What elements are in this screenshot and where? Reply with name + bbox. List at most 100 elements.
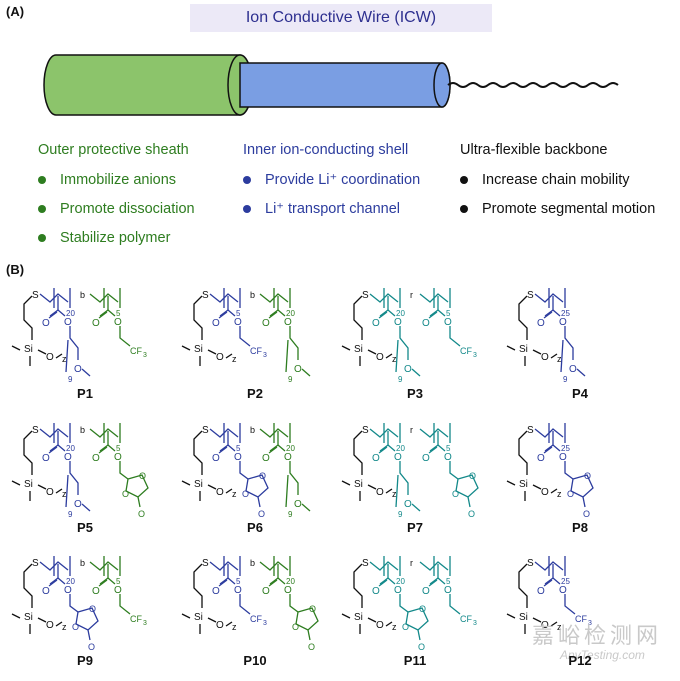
carbonyl-bond — [543, 579, 553, 587]
carbonyl-bond — [49, 577, 59, 585]
carbonyl-oxygen: O — [92, 453, 100, 464]
ester-oxygen: O — [64, 585, 72, 596]
siloxane-bond — [532, 484, 542, 490]
peo-oxygen: O — [294, 364, 302, 375]
siloxane-bond — [341, 480, 351, 486]
repeat-count: 5 — [236, 577, 241, 586]
carbonyl-bond — [428, 311, 438, 319]
sulfur-atom: S — [202, 425, 209, 436]
carbonyl-oxygen: O — [258, 509, 265, 519]
polymer-label: P2 — [247, 386, 263, 401]
sheath-item-text: Immobilize anions — [60, 172, 177, 188]
siloxane-oxygen: O — [541, 487, 549, 498]
ester-bond — [437, 309, 446, 317]
siloxane-bond — [37, 617, 47, 623]
siloxane-bond — [550, 353, 558, 359]
sulfur-atom: S — [362, 290, 369, 301]
carbonyl-bond — [428, 579, 438, 587]
methylene-bond — [69, 594, 79, 613]
sheath-heading: Outer protective sheath — [38, 142, 189, 158]
carbonyl-bond — [543, 311, 553, 319]
siloxane-oxygen: O — [376, 487, 384, 498]
siloxane-bond — [506, 345, 516, 351]
methylene-bond — [289, 594, 299, 613]
siloxane-repeat: z — [392, 489, 397, 499]
spacer-bond — [193, 430, 203, 475]
sulfur-atom: S — [32, 558, 39, 569]
carbonyl-bond — [378, 446, 388, 454]
carbonyl-oxygen: O — [138, 509, 145, 519]
ester-bond — [107, 309, 116, 317]
ring-oxygen: O — [452, 489, 459, 499]
ester-bond — [277, 309, 286, 317]
carbonyl-oxygen: O — [372, 318, 380, 329]
peo-bond — [81, 503, 91, 512]
repeat-count: 20 — [396, 444, 405, 453]
silicon-atom: Si — [24, 612, 33, 623]
cf3-group: CF — [575, 614, 587, 624]
spacer-bond — [353, 563, 363, 608]
carbonyl-oxygen: O — [308, 642, 315, 652]
ester-oxygen: O — [234, 317, 242, 328]
ethyl-bond — [239, 594, 251, 615]
ring-oxygen: O — [242, 489, 249, 499]
ester-bond — [387, 577, 396, 585]
carbonyl-bond — [218, 311, 228, 319]
carbonyl-bond — [582, 496, 586, 508]
ester-oxygen: O — [394, 585, 402, 596]
bullet-dot — [38, 234, 46, 242]
siloxane-bond — [367, 617, 377, 623]
siloxane-bond — [367, 349, 377, 355]
siloxane-oxygen: O — [216, 487, 224, 498]
ester-oxygen: O — [444, 452, 452, 463]
peo-bond — [399, 461, 409, 495]
copolymer-type: b — [80, 558, 85, 568]
inner-shell — [239, 62, 451, 108]
carbonyl-bond — [428, 446, 438, 454]
cf3-group: CF — [460, 346, 472, 356]
repeat-count: 5 — [236, 309, 241, 318]
siloxane-repeat: z — [557, 622, 562, 632]
wire-illustration — [43, 54, 619, 116]
ethyl-bond — [564, 594, 576, 615]
ester-oxygen: O — [284, 585, 292, 596]
carbonyl-bond — [268, 579, 278, 587]
siloxane-oxygen: O — [216, 352, 224, 363]
repeat-count: 20 — [286, 577, 295, 586]
siloxane-bond — [181, 613, 191, 619]
ring-oxygen: O — [469, 471, 476, 481]
siloxane-repeat: z — [62, 622, 67, 632]
shell-item-text: Li⁺ transport channel — [265, 201, 401, 217]
carbonyl-oxygen: O — [42, 318, 50, 329]
carbonyl-bond — [87, 629, 91, 641]
ester-bond — [57, 444, 66, 452]
cf3-group: CF — [250, 346, 262, 356]
ester-oxygen: O — [114, 317, 122, 328]
carbonyl-bond — [379, 577, 389, 585]
carbonate-ring — [455, 474, 479, 498]
siloxane-oxygen: O — [46, 487, 54, 498]
bullet-dot — [460, 205, 468, 213]
ester-bond — [107, 577, 116, 585]
peo-repeat-count: 9 — [398, 510, 403, 519]
cf3-subscript: 3 — [263, 620, 267, 627]
peo-bond — [301, 503, 311, 512]
carbonyl-bond — [98, 446, 108, 454]
cf3-subscript: 3 — [473, 352, 477, 359]
carbonyl-oxygen: O — [583, 509, 590, 519]
ester-oxygen: O — [394, 317, 402, 328]
carbonyl-bond — [48, 311, 58, 319]
carbonyl-bond — [99, 444, 109, 452]
sheath-item-3: Stabilize polymer — [38, 230, 170, 246]
polymer-label: P3 — [407, 386, 423, 401]
carbonate-ring — [405, 607, 429, 631]
carbonyl-bond — [257, 496, 261, 508]
siloxane-repeat: z — [557, 489, 562, 499]
carbonyl-oxygen: O — [92, 318, 100, 329]
carbonyl-bond — [49, 444, 59, 452]
backbone-item-text: Increase chain mobility — [482, 172, 630, 188]
siloxane-oxygen: O — [541, 352, 549, 363]
